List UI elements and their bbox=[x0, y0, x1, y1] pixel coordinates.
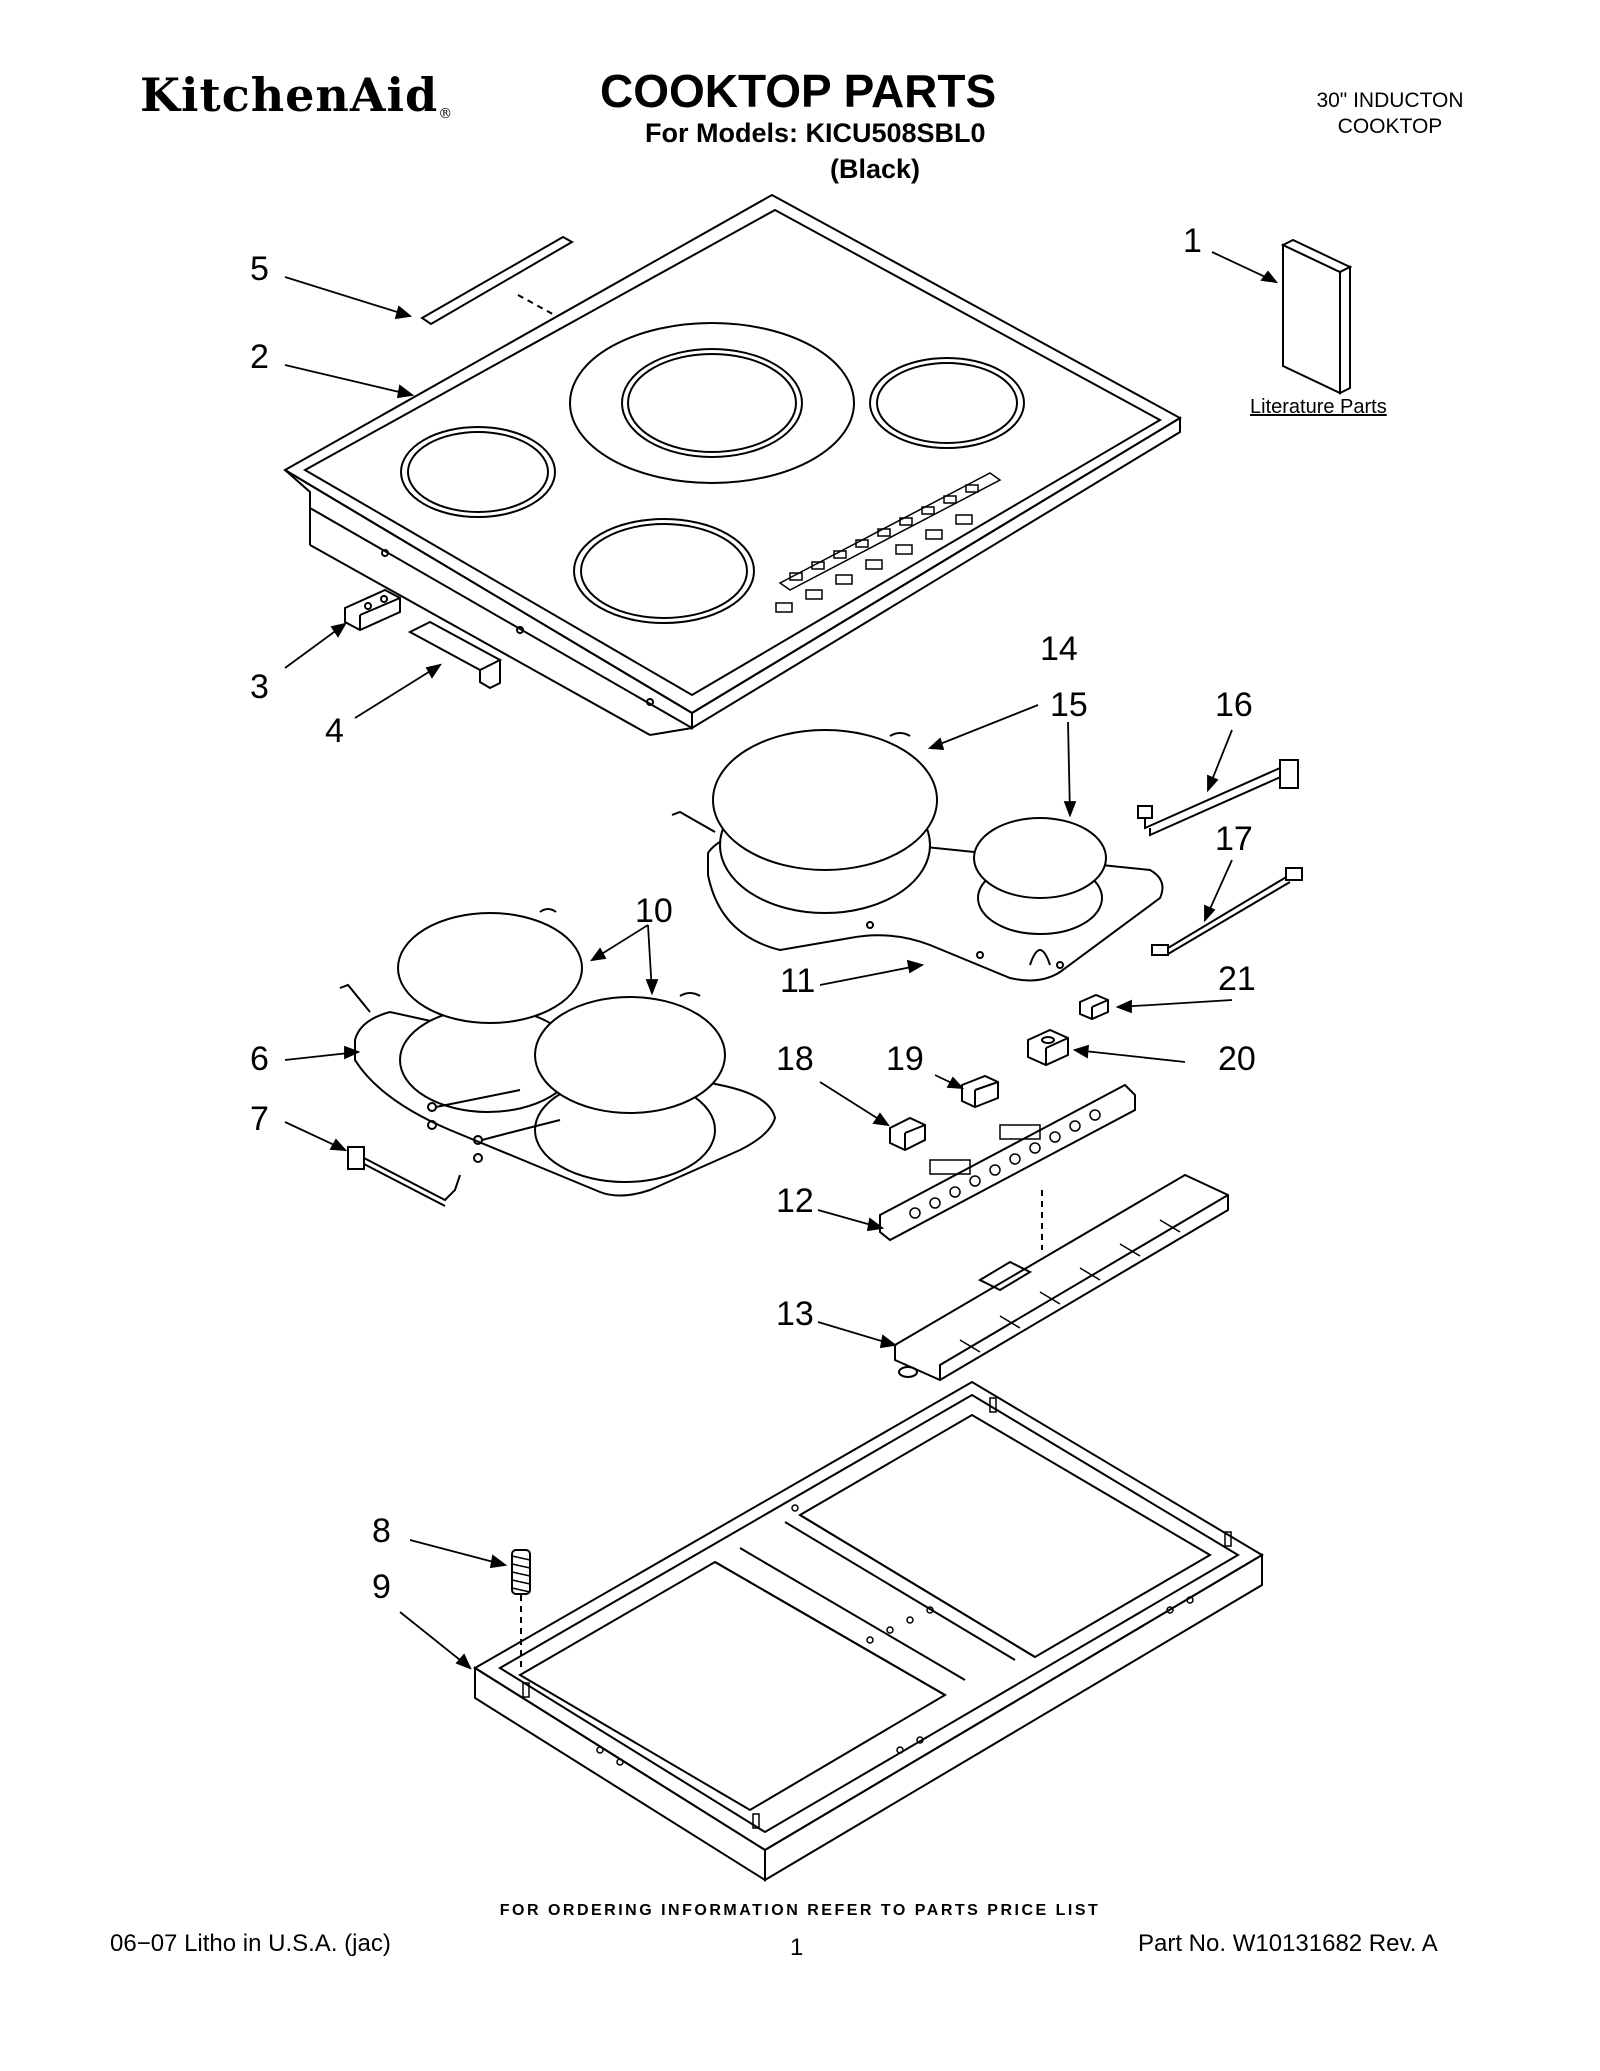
color-variant: (Black) bbox=[830, 154, 921, 184]
callout-leaders bbox=[284, 251, 1279, 1670]
callout-4: 4 bbox=[325, 712, 344, 750]
mounting-bracket bbox=[344, 588, 401, 632]
callout-6: 6 bbox=[250, 1040, 269, 1078]
callout-7: 7 bbox=[250, 1100, 269, 1138]
callout-16: 16 bbox=[1215, 686, 1253, 724]
callout-20: 20 bbox=[1218, 1040, 1256, 1078]
ordering-note: FOR ORDERING INFORMATION REFER TO PARTS … bbox=[499, 1902, 1101, 1919]
control-housing bbox=[894, 1173, 1229, 1382]
control-board bbox=[879, 1083, 1136, 1250]
mounting-clip bbox=[407, 620, 503, 690]
spring bbox=[511, 1549, 531, 1668]
product-type: 30" INDUCTON COOKTOP bbox=[1280, 88, 1500, 140]
part-21 bbox=[1079, 993, 1109, 1021]
callout-14: 14 bbox=[1040, 630, 1078, 668]
temperature-sensor bbox=[347, 1146, 461, 1207]
callout-9: 9 bbox=[372, 1568, 391, 1606]
callout-10: 10 bbox=[635, 892, 673, 930]
literature-parts-label: Literature Parts bbox=[1250, 396, 1387, 418]
wire-harness-16 bbox=[1137, 759, 1299, 837]
page-title: COOKTOP PARTS bbox=[600, 65, 997, 117]
callout-11: 11 bbox=[780, 962, 816, 1000]
callout-12: 12 bbox=[776, 1182, 814, 1220]
callout-17: 17 bbox=[1215, 820, 1253, 858]
callout-5: 5 bbox=[250, 250, 269, 288]
litho-info: 06−07 Litho in U.S.A. (jac) bbox=[110, 1930, 391, 1957]
page-number: 1 bbox=[790, 1934, 804, 1961]
callout-18: 18 bbox=[776, 1040, 814, 1078]
registered-mark: ® bbox=[438, 106, 454, 122]
callout-15: 15 bbox=[1050, 686, 1088, 724]
model-line: For Models: KICU508SBL0 bbox=[645, 118, 986, 148]
relay-19 bbox=[961, 1074, 999, 1109]
callout-8: 8 bbox=[372, 1512, 391, 1550]
product-type-line2: COOKTOP bbox=[1337, 115, 1443, 138]
left-element-assembly bbox=[339, 908, 777, 1197]
part-number: Part No. W10131682 Rev. A bbox=[1138, 1930, 1438, 1957]
literature-booklet bbox=[1280, 238, 1353, 395]
callout-3: 3 bbox=[250, 668, 269, 706]
callout-13: 13 bbox=[776, 1295, 814, 1333]
product-type-line1: 30" INDUCTON bbox=[1316, 89, 1464, 112]
trim-strip bbox=[420, 235, 575, 326]
callout-19: 19 bbox=[886, 1040, 924, 1078]
brand-name: KitchenAid bbox=[140, 68, 439, 122]
switch-18 bbox=[889, 1116, 926, 1152]
callout-2: 2 bbox=[250, 338, 269, 376]
frame-box bbox=[473, 1380, 1264, 1882]
glass-cooktop bbox=[283, 193, 1183, 736]
right-element-assembly bbox=[671, 729, 1164, 982]
buzzer-20 bbox=[1027, 1028, 1069, 1067]
callout-1: 1 bbox=[1183, 222, 1202, 260]
callout-21: 21 bbox=[1218, 960, 1256, 998]
wire-harness-17 bbox=[1151, 867, 1303, 956]
brand-logo: KitchenAid® bbox=[140, 68, 453, 122]
